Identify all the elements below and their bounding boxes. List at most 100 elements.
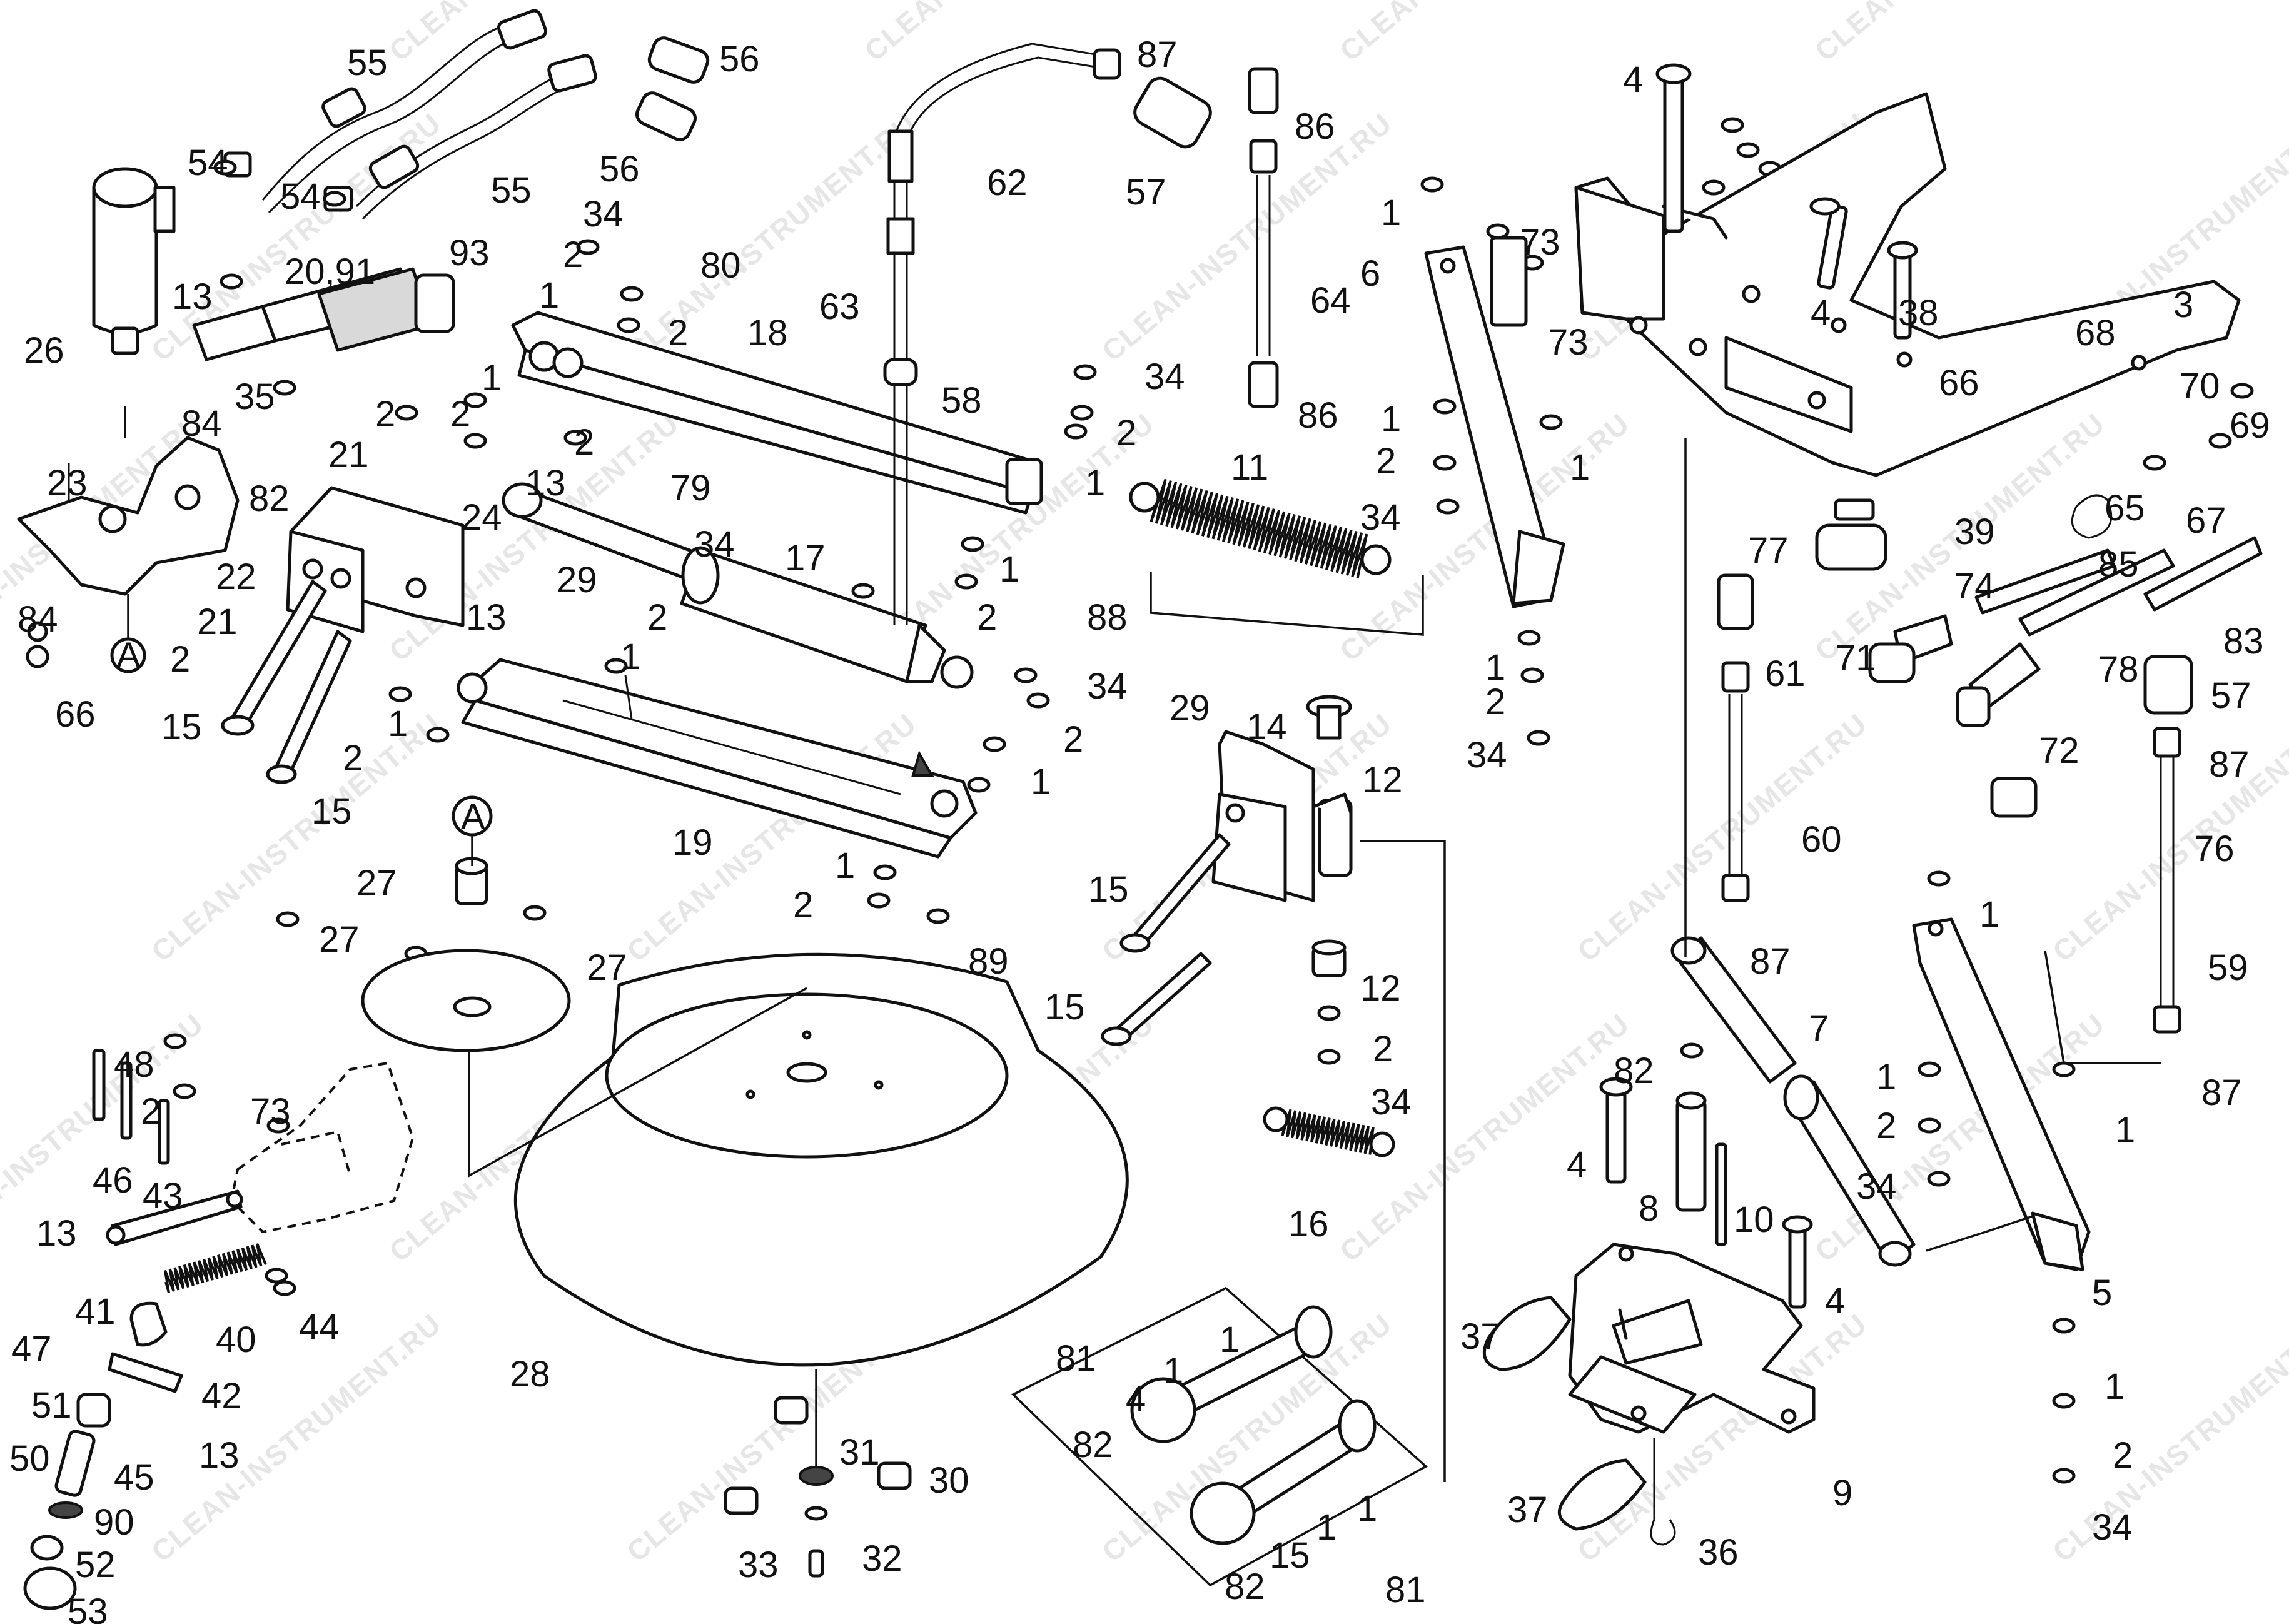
callout-85-133: 85 <box>2098 544 2139 585</box>
callout-2-38: 2 <box>170 639 190 680</box>
clip-36 <box>1650 1438 1676 1546</box>
callout-14-66: 14 <box>1246 707 1287 747</box>
callout-87-141: 87 <box>2209 744 2250 785</box>
detail-marker-a-bracket-label: A <box>116 635 141 676</box>
callout-27-75: 27 <box>319 919 360 960</box>
callout-76-143: 76 <box>2194 829 2235 869</box>
callout-1-105: 1 <box>1357 1488 1377 1529</box>
callout-34-55: 34 <box>1087 666 1128 707</box>
callout-42-87: 42 <box>201 1376 242 1416</box>
callout-1-51: 1 <box>1085 463 1105 503</box>
callout-87-145: 87 <box>1750 941 1791 982</box>
frame-9 <box>1568 1243 1816 1434</box>
callout-4-122: 4 <box>1811 293 1831 333</box>
callout-47-86: 47 <box>11 1329 52 1369</box>
cylinder-17 <box>502 482 974 689</box>
callout-20-91-6: 20,91 <box>285 251 375 292</box>
pins-4-8-10 <box>1599 1077 1813 1309</box>
hardware-washer-57 <box>1721 117 1744 133</box>
callout-7-147: 7 <box>1809 1008 1829 1049</box>
hardware-washer-51 <box>523 905 547 921</box>
callout-34-49: 34 <box>1144 356 1185 397</box>
pin-15-right <box>1101 833 1231 1046</box>
watermark-text-8: CLEAN-INSTRUMENT.RU <box>1096 106 1398 367</box>
callout-1-18: 1 <box>539 275 559 316</box>
callout-1-111: 1 <box>1381 193 1401 233</box>
callout-57-46: 57 <box>1126 172 1166 213</box>
callout-2-53: 2 <box>977 597 997 638</box>
hardware-washer-17 <box>1064 423 1088 440</box>
callout-1-101: 1 <box>1220 1319 1240 1360</box>
callout-37-163: 37 <box>1507 1490 1548 1530</box>
hardware-washer-48 <box>1680 1042 1704 1059</box>
callout-1-116: 1 <box>1570 447 1590 488</box>
callout-86-63: 86 <box>1298 395 1338 436</box>
callout-29-65: 29 <box>1170 688 1210 729</box>
callout-1-52: 1 <box>999 549 1019 590</box>
callout-61-136: 61 <box>1765 653 1806 694</box>
linear-actuator-93 <box>192 267 455 361</box>
hardware-washer-19 <box>954 573 978 590</box>
callout-86-61: 86 <box>1295 106 1335 147</box>
hardware-washer-14 <box>388 686 412 702</box>
arm-5 <box>1912 917 2091 1271</box>
callout-6-113: 6 <box>1360 253 1380 294</box>
callout-71-137: 71 <box>1836 638 1876 678</box>
callout-2-120: 2 <box>1485 682 1505 722</box>
callout-54-2: 54 <box>188 143 228 183</box>
watermark-layer: CLEAN-INSTRUMENT.RU CLEAN-INSTRUMENT.RU CL… <box>0 0 2289 1568</box>
callout-84-11: 84 <box>181 403 222 444</box>
callout-34-31: 34 <box>694 524 735 565</box>
callout-81-100: 81 <box>1056 1338 1096 1379</box>
callout-48-77: 48 <box>114 1044 154 1085</box>
callout-11-64: 11 <box>1231 447 1268 488</box>
callout-2-23: 2 <box>450 394 470 435</box>
hardware-washer-23 <box>967 777 991 793</box>
callout-54-3: 54 <box>280 176 321 217</box>
callout-3-124: 3 <box>2173 285 2193 325</box>
bracket-23 <box>17 406 240 673</box>
callout-69-128: 69 <box>2230 405 2270 446</box>
callout-15-69: 15 <box>1044 987 1085 1027</box>
callout-26-8: 26 <box>24 330 64 371</box>
callout-2-71: 2 <box>1373 1029 1393 1069</box>
hardware-washer-22 <box>983 736 1006 752</box>
callout-64-62: 64 <box>1310 280 1351 321</box>
hardware-washer-24 <box>873 864 897 880</box>
hardware-washer-52 <box>163 1033 187 1049</box>
watermark-text-30: CLEAN-INSTRUMENT.RU <box>145 1307 447 1568</box>
hardware-washer-49 <box>276 911 300 927</box>
callout-34-153: 34 <box>1856 1166 1897 1207</box>
callout-1-40: 1 <box>388 704 408 744</box>
callout-52-93: 52 <box>75 1545 116 1585</box>
hardware-washer-7 <box>395 405 418 421</box>
callout-4-158: 4 <box>1825 1281 1845 1321</box>
callout-67-130: 67 <box>2186 500 2226 541</box>
callout-38-123: 38 <box>1898 293 1939 333</box>
callout-1-151: 1 <box>2115 1110 2135 1151</box>
callout-66-14: 66 <box>55 694 96 735</box>
callout-9-162: 9 <box>1832 1473 1852 1513</box>
callout-79-29: 79 <box>670 468 711 508</box>
callout-73-112: 73 <box>1520 222 1560 263</box>
hardware-washer-15 <box>1073 364 1097 380</box>
callout-1-144: 1 <box>1979 894 1999 935</box>
callout-74-134: 74 <box>1954 566 1995 607</box>
hardware-washer-33 <box>1520 667 1544 683</box>
callout-82-108: 82 <box>1225 1566 1265 1607</box>
hardware-washer-10 <box>617 317 640 333</box>
callout-39-131: 39 <box>1954 512 1995 552</box>
hardware-washer-45 <box>2052 1318 2076 1334</box>
hardware-washer-62 <box>2208 433 2232 449</box>
hardware-washer-26 <box>926 908 950 924</box>
hardware-washer-0 <box>213 159 237 176</box>
callout-1-58: 1 <box>835 845 855 886</box>
hose-assembly-55 <box>223 9 710 220</box>
hardware-washer-31 <box>1539 414 1563 430</box>
hardware-washer-41 <box>1918 1061 1941 1077</box>
watermark-text-5: CLEAN-INSTRUMENT.RU <box>2284 0 2289 68</box>
callout-13-33: 13 <box>466 597 507 638</box>
spring-40 <box>163 1243 267 1293</box>
callout-70-127: 70 <box>2180 366 2220 406</box>
spring-11 <box>1129 478 1392 579</box>
